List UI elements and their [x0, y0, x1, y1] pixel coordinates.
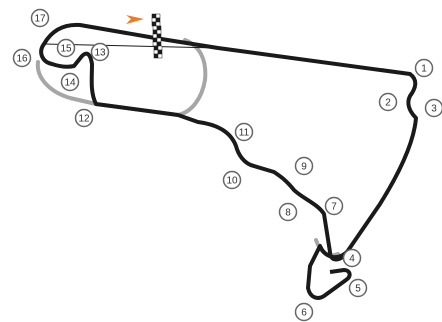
corner-marker-11: 11 — [234, 122, 254, 142]
corner-marker-17: 17 — [30, 8, 50, 28]
corner-marker-7: 7 — [324, 196, 344, 216]
checker-cell — [155, 13, 161, 19]
corner-number: 5 — [355, 284, 361, 295]
corner-marker-ring — [90, 42, 110, 62]
corner-marker-ring — [348, 278, 368, 298]
checker-cell — [152, 25, 158, 31]
corner-marker-ring — [424, 98, 442, 118]
corner-marker-12: 12 — [74, 108, 94, 128]
corner-number: 6 — [301, 308, 307, 319]
corner-marker-8: 8 — [278, 202, 298, 222]
corner-marker-ring — [12, 48, 32, 68]
corner-number: 17 — [34, 14, 46, 25]
corner-number: 11 — [239, 128, 250, 139]
checker-cell — [153, 53, 159, 59]
corner-number: 15 — [60, 44, 72, 55]
checker-cell — [156, 37, 162, 43]
corner-marker-14: 14 — [60, 72, 80, 92]
corner-marker-4: 4 — [342, 248, 362, 268]
checker-cell — [157, 53, 163, 59]
checker-cell — [151, 21, 157, 27]
corner-marker-ring — [222, 170, 242, 190]
corner-marker-3: 3 — [424, 98, 442, 118]
corner-marker-ring — [278, 202, 298, 222]
corner-marker-ring — [342, 248, 362, 268]
corner-marker-16: 16 — [12, 48, 32, 68]
corner-number: 3 — [431, 104, 437, 115]
checker-cell — [152, 41, 158, 47]
corner-number: 9 — [301, 162, 307, 173]
corner-marker-9: 9 — [294, 156, 314, 176]
corner-number: 4 — [349, 254, 355, 265]
corner-number: 8 — [285, 208, 291, 219]
track-hairpin — [306, 244, 352, 300]
checker-cell — [152, 37, 158, 43]
checker-cell — [155, 17, 161, 23]
corner-number: 14 — [64, 78, 76, 89]
corner-marker-ring — [74, 108, 94, 128]
corner-number: 10 — [226, 176, 238, 187]
corner-marker-10: 10 — [222, 170, 242, 190]
track-main — [39, 22, 418, 262]
checker-cell — [156, 41, 162, 47]
corner-number: 1 — [421, 64, 427, 75]
corner-marker-ring — [378, 92, 398, 112]
corner-marker-ring — [294, 302, 314, 322]
checker-cell — [155, 21, 161, 27]
checker-cell — [156, 25, 162, 31]
corner-marker-13: 13 — [90, 42, 110, 62]
corner-marker-6: 6 — [294, 302, 314, 322]
corner-marker-ring — [30, 8, 50, 28]
checker-cell — [152, 29, 158, 35]
corner-marker-ring — [414, 58, 434, 78]
checker-cell — [157, 45, 163, 51]
corner-marker-ring — [56, 38, 76, 58]
checker-cell — [153, 49, 159, 55]
direction-arrow-icon — [126, 15, 144, 24]
checker-cell — [157, 49, 163, 55]
checker-cell — [156, 29, 162, 35]
checker-cell — [151, 13, 157, 19]
corner-marker-ring — [234, 122, 254, 142]
corner-marker-1: 1 — [414, 58, 434, 78]
checkered-flag-icon — [151, 13, 163, 59]
corner-marker-ring — [294, 156, 314, 176]
corner-marker-5: 5 — [348, 278, 368, 298]
corner-number: 7 — [331, 202, 337, 213]
corner-marker-ring — [60, 72, 80, 92]
corner-number: 16 — [16, 54, 28, 65]
corner-number: 2 — [385, 98, 391, 109]
corner-number: 13 — [94, 48, 106, 59]
corner-marker-2: 2 — [378, 92, 398, 112]
checker-cell — [152, 33, 158, 39]
corner-marker-15: 15 — [56, 38, 76, 58]
checker-cell — [151, 17, 157, 23]
checker-cell — [156, 33, 162, 39]
alternate-layout-loop — [35, 38, 208, 117]
corner-marker-ring — [324, 196, 344, 216]
corner-number: 12 — [78, 114, 90, 125]
checker-cell — [153, 45, 159, 51]
